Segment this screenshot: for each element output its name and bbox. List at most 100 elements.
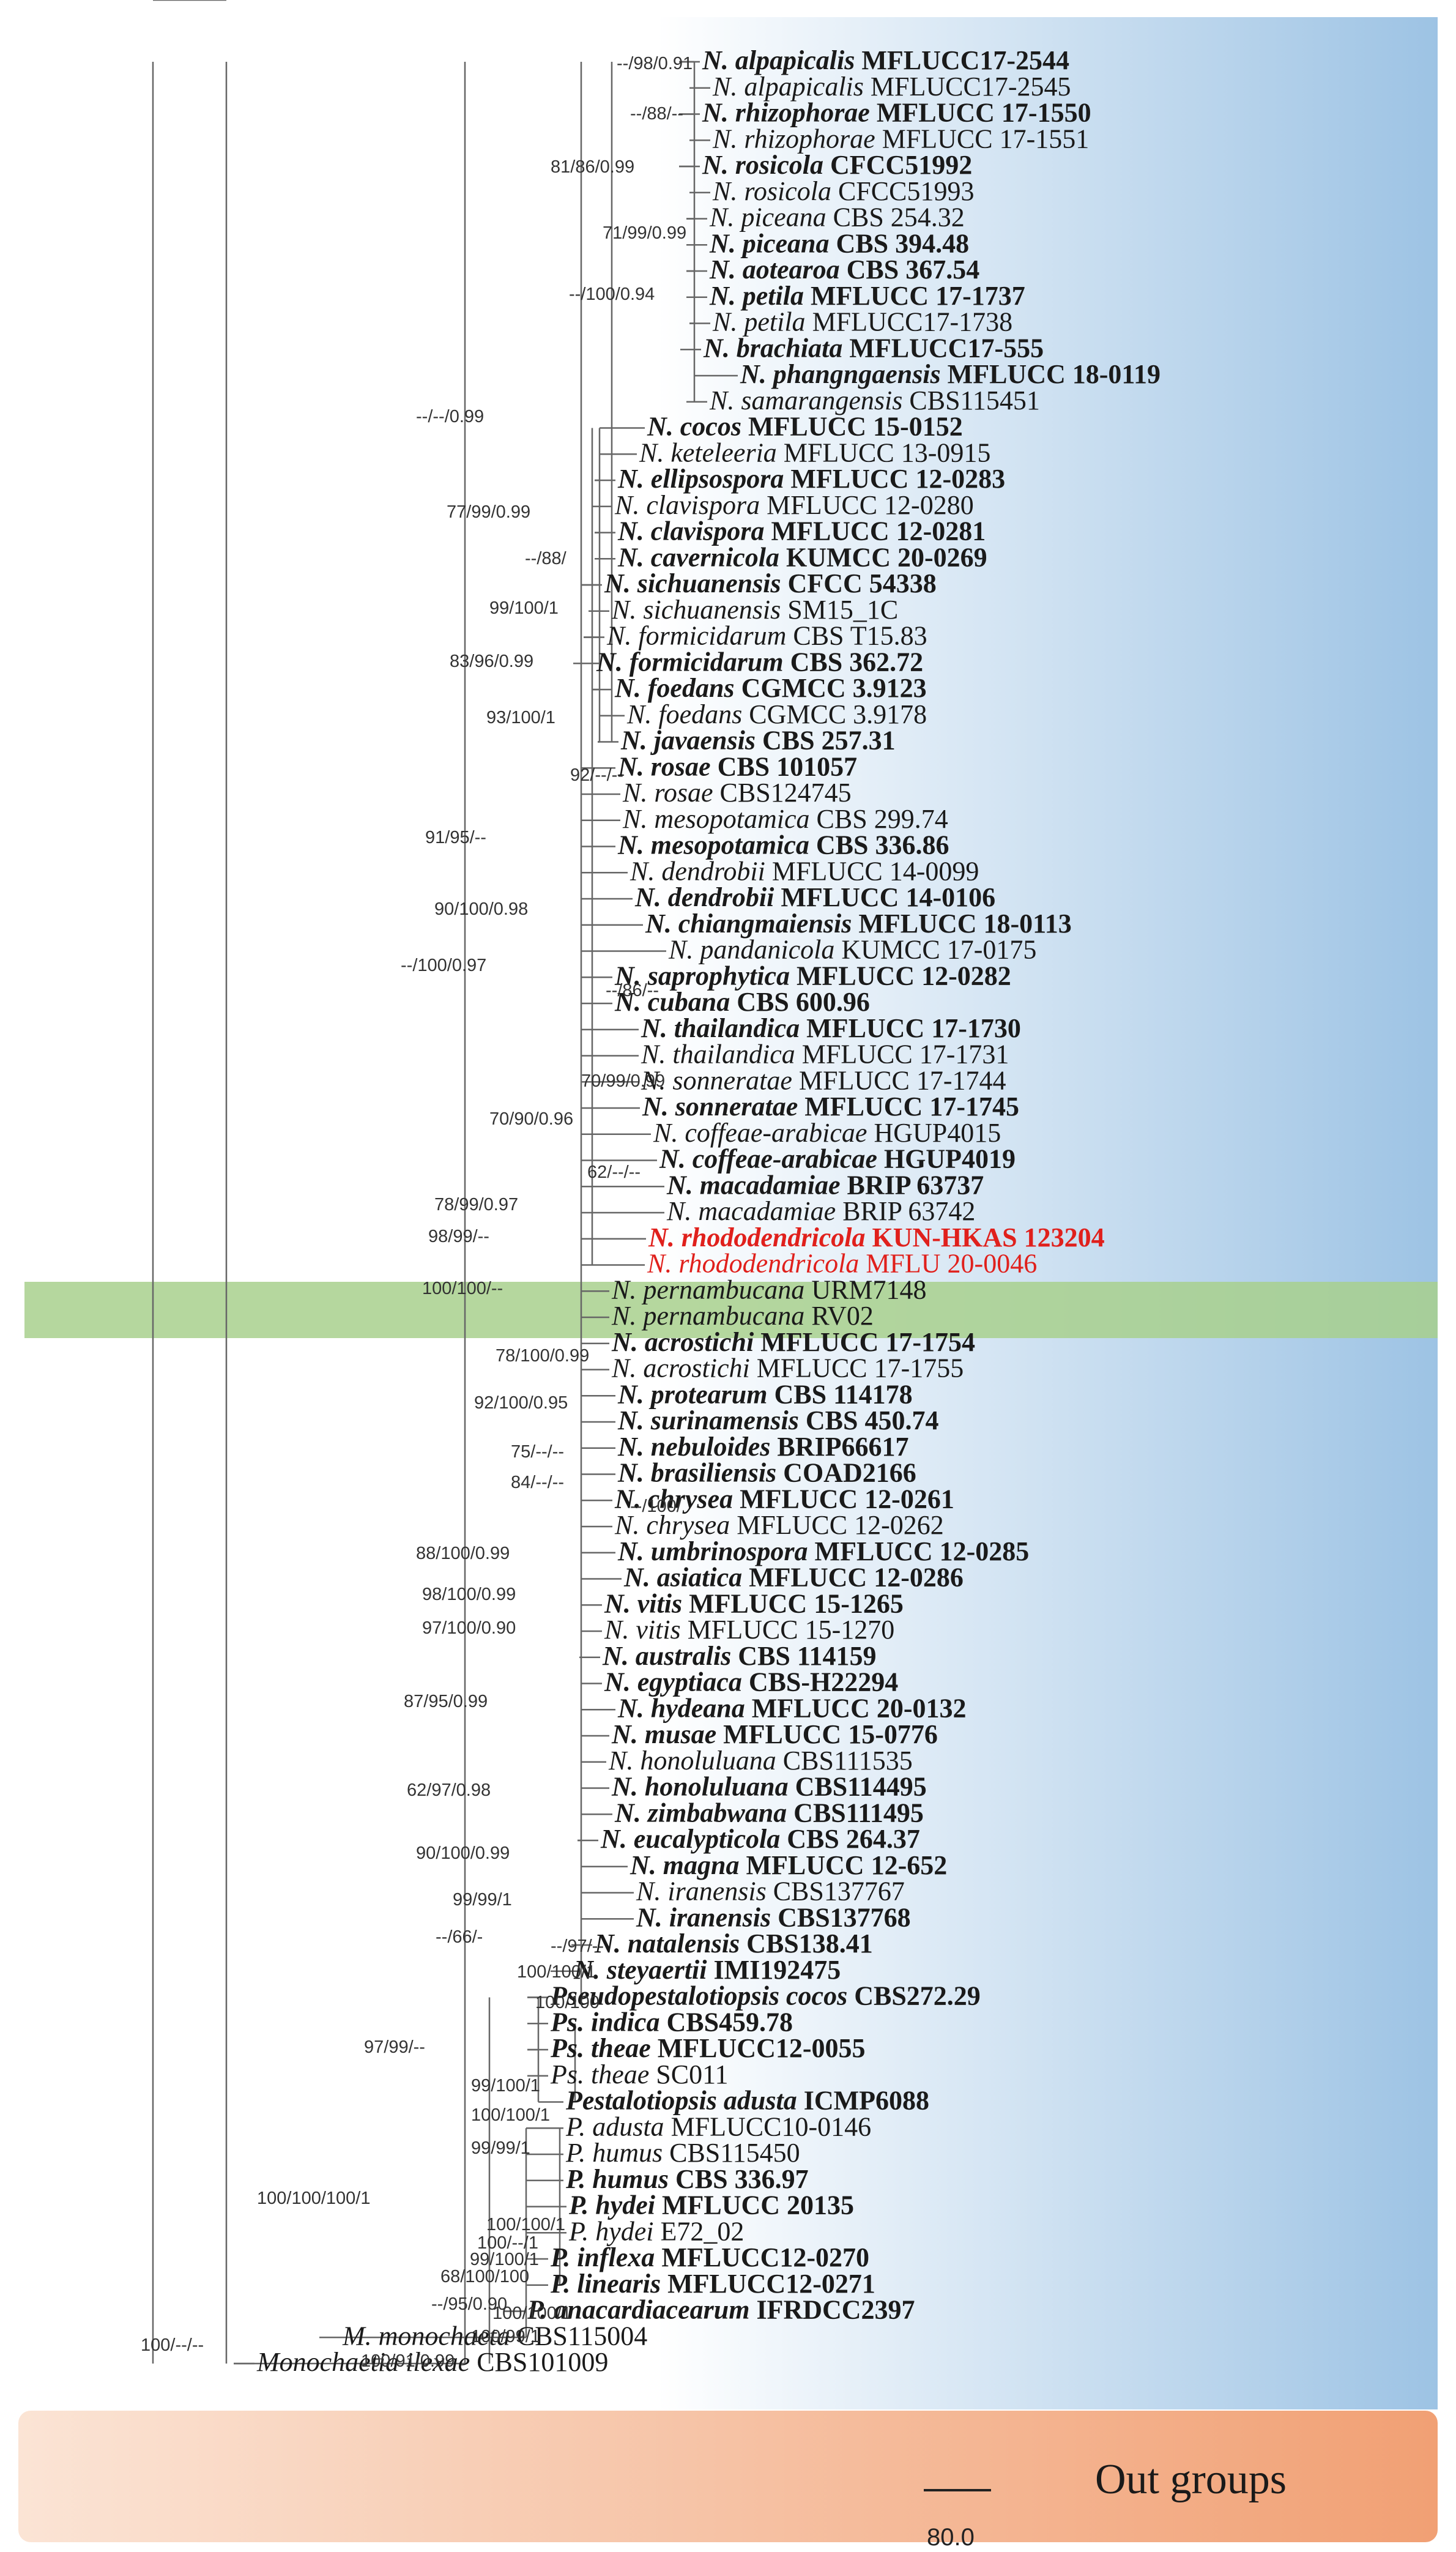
strain-id: CBS115004 <box>510 2321 648 2351</box>
tip-label: N. foedans CGMCC 3.9123 <box>614 673 927 703</box>
tip-label: M. monochaeta CBS115004 <box>342 2321 647 2351</box>
support-value: --/66/- <box>436 1927 483 1947</box>
support-values: --/98/0.91--/88/--81/86/0.9971/99/0.99--… <box>141 54 693 2371</box>
strain-id: CFCC51993 <box>831 176 975 206</box>
support-value: 98/100/0.99 <box>422 1585 516 1604</box>
strain-id: HGUP4015 <box>867 1118 1001 1148</box>
taxon-name: N. rhododendricola <box>647 1249 859 1279</box>
strain-id: BRIP66617 <box>770 1432 908 1462</box>
strain-id: MFLUCC 12-0286 <box>742 1563 964 1593</box>
tip-label: N. chrysea MFLUCC 12-0261 <box>614 1484 954 1514</box>
taxon-name: N. pernambucana <box>611 1301 804 1331</box>
taxon-name: N. mesopotamica <box>622 804 810 834</box>
taxon-name: P. hydei <box>568 2216 654 2246</box>
taxon-name: N. sonneratae <box>642 1092 798 1122</box>
tip-label: N. eucalypticola CBS 264.37 <box>600 1824 920 1854</box>
tip-label: N. magna MFLUCC 12-652 <box>630 1850 947 1880</box>
support-value: --/86/-- <box>606 981 659 1000</box>
tip-label: N. brachiata MFLUCC17-555 <box>703 333 1044 363</box>
tip-label: N. cubana CBS 600.96 <box>614 987 870 1017</box>
strain-id: CBS 101057 <box>711 751 858 781</box>
strain-id: MFLUCC 12-652 <box>739 1850 947 1880</box>
tip-label: N. foedans CGMCC 3.9178 <box>626 699 927 729</box>
strain-id: CBS 336.86 <box>809 830 949 860</box>
support-value: 78/99/0.97 <box>434 1195 518 1215</box>
strain-id: SC011 <box>649 2059 728 2089</box>
strain-id: MFLUCC 18-0113 <box>852 909 1071 939</box>
taxon-name: N. musae <box>611 1719 716 1749</box>
taxon-name: N. cubana <box>614 987 730 1017</box>
strain-id: MFLUCC 15-0152 <box>741 412 963 442</box>
tip-label: N. petila MFLUCC17-1738 <box>712 307 1012 337</box>
tip-label: N. sonneratae MFLUCC 17-1744 <box>641 1065 1006 1095</box>
taxon-name: N. rosicola <box>702 150 823 180</box>
taxon-name: N. chrysea <box>614 1484 733 1514</box>
strain-id: MFLUCC 20135 <box>655 2190 854 2220</box>
tip-label: N. mesopotamica CBS 336.86 <box>617 830 949 860</box>
tip-label: N. sichuanensis SM15_1C <box>611 595 898 625</box>
support-value: 88/100/0.99 <box>416 1544 510 1563</box>
strain-id: CGMCC 3.9178 <box>742 699 927 729</box>
taxon-name: N. rosae <box>622 778 713 808</box>
taxon-name: N. mesopotamica <box>617 830 809 860</box>
taxon-name: N. thailandica <box>641 1013 800 1043</box>
strain-id: E72_02 <box>654 2216 745 2246</box>
strain-id: MFLUCC 17-1730 <box>800 1013 1021 1043</box>
tip-label: N. rhizophorae MFLUCC 17-1551 <box>712 124 1089 154</box>
taxon-name: N. acrostichi <box>611 1353 750 1383</box>
highlight-band <box>24 1282 1438 1338</box>
taxon-name: N. macadamiae <box>666 1170 841 1200</box>
taxon-name: N. pandanicola <box>668 935 834 965</box>
taxon-name: N. zimbabwana <box>614 1798 787 1828</box>
taxon-name: N. alpapicalis <box>712 72 864 102</box>
tip-label: N. samarangensis CBS115451 <box>709 385 1040 415</box>
support-value: 78/100/0.99 <box>496 1346 589 1366</box>
taxon-name: P. hydei <box>568 2190 656 2220</box>
taxon-name: N. hydeana <box>617 1693 745 1723</box>
support-value: 100/100/1 <box>471 2105 550 2125</box>
tip-label: Pseudopestalotiopsis cocos CBS272.29 <box>550 1981 981 2011</box>
support-value: 100/100/1 <box>486 2215 565 2234</box>
taxon-name: N. honoluluana <box>608 1746 776 1776</box>
tip-label: P. adusta MFLUCC10-0146 <box>565 2111 871 2141</box>
strain-id: MFLUCC12-0055 <box>651 2033 866 2063</box>
strain-id: KUMCC 20-0269 <box>779 542 987 572</box>
taxon-name: N. javaensis <box>620 726 756 756</box>
tip-label: N. protearum CBS 114178 <box>617 1379 913 1409</box>
support-value: 91/95/-- <box>425 828 486 847</box>
tip-label: N. nebuloides BRIP66617 <box>617 1432 908 1462</box>
strain-id: CBS137767 <box>767 1877 905 1907</box>
strain-id: CBS 362.72 <box>784 647 924 677</box>
strain-id: MFLUCC 12-0281 <box>765 516 986 546</box>
strain-id: URM7148 <box>804 1274 926 1304</box>
taxon-name: N. asiatica <box>623 1563 742 1593</box>
taxon-name: P. linearis <box>550 2269 661 2299</box>
tip-label: N. alpapicalis MFLUCC17-2545 <box>712 72 1071 102</box>
support-value: 90/100/0.98 <box>434 899 528 919</box>
support-value: 70/99/0.99 <box>581 1071 665 1091</box>
taxon-name: N. brasiliensis <box>617 1458 776 1488</box>
support-value: 100/91/0.99 <box>361 2351 455 2371</box>
support-value: 93/100/1 <box>486 708 555 727</box>
support-value: 62/97/0.98 <box>407 1780 491 1800</box>
support-value: 77/99/0.99 <box>447 502 530 522</box>
tip-label: N. rosae CBS 101057 <box>617 751 857 781</box>
strain-id: CBS 264.37 <box>780 1824 920 1854</box>
tip-label: Ps. theae MFLUCC12-0055 <box>550 2033 866 2063</box>
taxon-name: N. sonneratae <box>641 1065 792 1095</box>
support-value: 99/99/1 <box>453 1890 512 1910</box>
tip-label: N. dendrobii MFLUCC 14-0099 <box>630 856 979 886</box>
ingroup-background <box>18 17 1438 2409</box>
strain-id: IFRDCC2397 <box>749 2295 915 2325</box>
tip-label: N. cocos MFLUCC 15-0152 <box>647 412 963 442</box>
tip-label: N. egyptiaca CBS-H22294 <box>604 1667 898 1697</box>
strain-id: MFLUCC 17-1755 <box>750 1353 964 1383</box>
tip-label: P. hydei E72_02 <box>568 2216 744 2246</box>
taxon-name: N. umbrinospora <box>617 1536 808 1566</box>
tip-label: N. vitis MFLUCC 15-1270 <box>604 1615 894 1645</box>
tip-label: N. sichuanensis CFCC 54338 <box>604 568 937 598</box>
taxon-name: N. clavispora <box>617 516 765 546</box>
tip-label: Ps. indica CBS459.78 <box>550 2007 793 2037</box>
taxon-name: N. australis <box>602 1641 731 1671</box>
